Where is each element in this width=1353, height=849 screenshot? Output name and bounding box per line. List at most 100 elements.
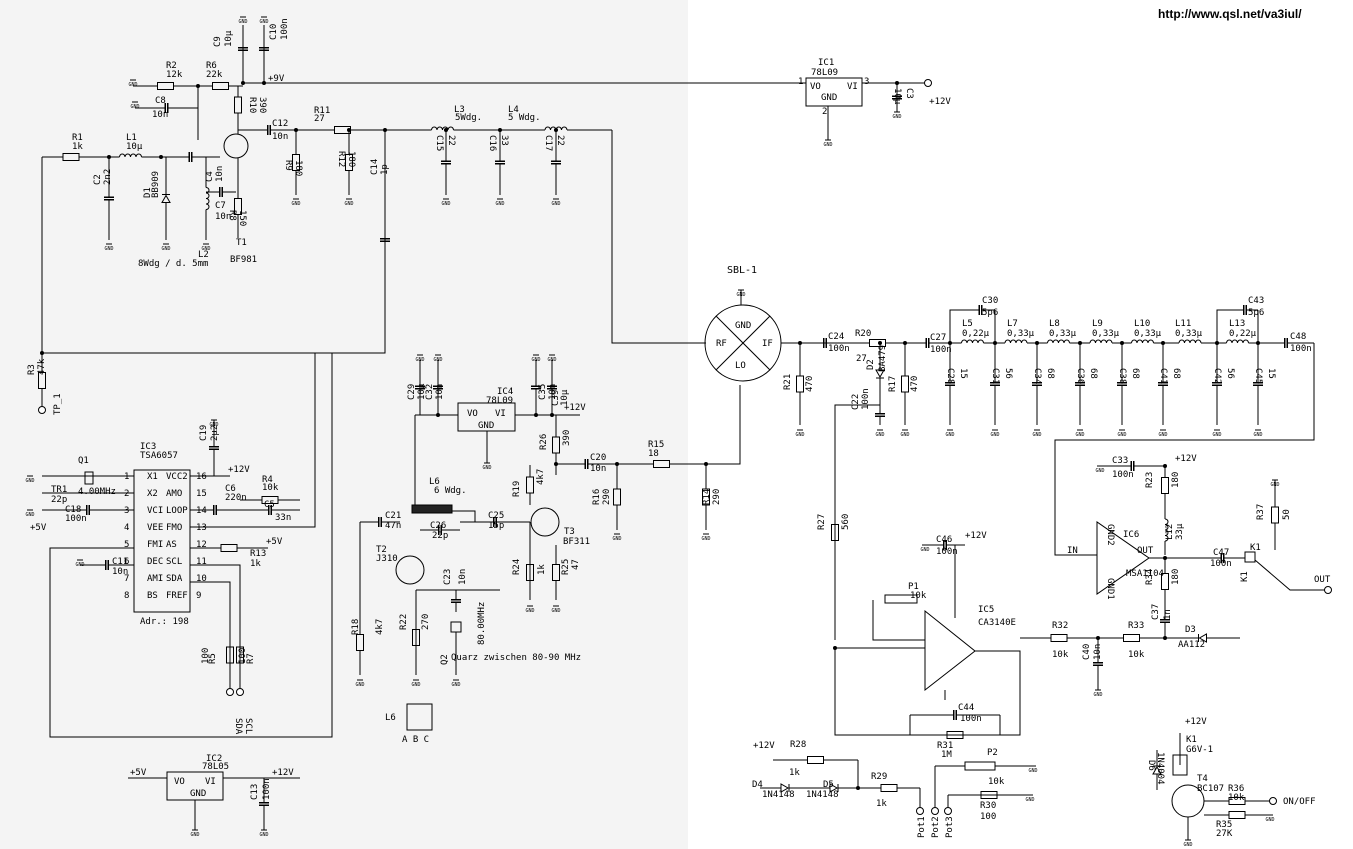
label-v5_ic3: +5V	[30, 523, 47, 533]
resistor	[356, 634, 364, 651]
junction-dot	[444, 128, 448, 132]
l6-coil	[411, 504, 453, 514]
junction-dot	[107, 155, 111, 159]
resistor	[613, 488, 621, 506]
junction-dot	[498, 128, 502, 132]
ic3-body	[133, 469, 191, 613]
capacitor-plate	[451, 601, 461, 603]
label-c26: C26	[430, 521, 446, 531]
label-r14_val: 290	[712, 489, 722, 505]
capacitor-plate	[259, 804, 269, 806]
capacitor-plate	[825, 338, 827, 348]
label-ic4_vi: VI	[495, 409, 506, 419]
ic3-pin-number-right: 9	[196, 591, 201, 601]
label-out: OUT	[1314, 575, 1331, 585]
terminal	[236, 688, 244, 696]
ic3-pin-left: BS	[147, 591, 158, 601]
label-ic2: IC2	[206, 754, 222, 764]
capacitor-plate	[953, 710, 955, 720]
label-c10: C10	[269, 24, 279, 40]
label-c35: C35	[538, 384, 548, 400]
label-r32: R32	[1052, 621, 1068, 631]
label-v12_r28: +12V	[753, 741, 775, 751]
capacitor-plate	[441, 160, 451, 162]
ground-label: GND	[612, 536, 621, 542]
resistor	[334, 126, 351, 134]
capacitor-plate	[188, 152, 190, 162]
label-k1: K1	[1240, 571, 1250, 582]
label-d1_val: BB909	[151, 171, 161, 198]
label-pot2: Pot2	[931, 816, 941, 838]
ic3-pin-right: AMO	[166, 489, 182, 499]
ic3-pin-number-left: 6	[124, 557, 129, 567]
label-d2: D2	[866, 359, 876, 370]
label-c46_val: 100n	[936, 547, 958, 557]
capacitor-plate	[1286, 338, 1288, 348]
label-ic4_gnd: GND	[478, 421, 494, 431]
inductor	[119, 153, 142, 158]
label-c21_val: 47n	[385, 521, 401, 531]
ic1-body	[805, 77, 863, 107]
label-d1: D1	[143, 187, 153, 198]
label-ic2_vo: VO	[174, 777, 185, 787]
label-c12: C12	[272, 119, 288, 129]
ic3-pin-left: X1	[147, 472, 158, 482]
label-ic3_addr: Adr.: 198	[140, 617, 189, 627]
ic3-pin-left: DEC	[147, 557, 163, 567]
label-c4: C4	[205, 171, 215, 182]
capacitor-plate	[380, 238, 390, 240]
ic3-pin-number-left: 1	[124, 472, 129, 482]
ic3-pin-number-right: 16	[196, 472, 207, 482]
label-c26_val: 22p	[432, 531, 448, 541]
capacitor-plate	[215, 505, 217, 515]
ground-label: GND	[201, 246, 210, 252]
relay-k1-coil	[1172, 754, 1188, 776]
label-c36: C36	[1075, 368, 1085, 384]
inductor	[544, 126, 568, 131]
resistor	[1123, 634, 1140, 642]
label-c34_val: 68	[1045, 368, 1055, 379]
label-c19_val: 2µ2	[210, 425, 220, 441]
label-r11_val: 27	[314, 114, 325, 124]
ground-label: GND	[920, 547, 929, 553]
ic3-pin-number-left: 5	[124, 540, 129, 550]
label-r34_val: 180	[1171, 569, 1181, 585]
capacitor-plate	[438, 525, 440, 535]
ground-label: GND	[291, 201, 300, 207]
capacitor-plate	[945, 382, 955, 384]
label-p1: P1	[908, 582, 919, 592]
capacitor-plate	[380, 240, 390, 242]
label-l11_val: 0,33µ	[1175, 329, 1203, 339]
capacitor-plate	[433, 388, 443, 390]
wire	[452, 510, 476, 522]
resistor	[412, 629, 420, 646]
label-c17_val: 22	[555, 135, 565, 146]
label-c11: C11	[112, 557, 128, 567]
wire	[872, 600, 925, 641]
label-c2_val: 2n2	[103, 169, 113, 185]
junction-dot	[436, 413, 440, 417]
capacitor-plate	[433, 385, 443, 387]
label-v12_ic5: +12V	[965, 531, 987, 541]
label-l6_coil: L6	[385, 713, 396, 723]
resistor	[226, 646, 234, 664]
label-r36: R36	[1228, 784, 1244, 794]
label-ic2_type: 78L05	[202, 762, 229, 772]
label-c16_val: 33	[499, 135, 509, 146]
capacitor-plate	[1032, 384, 1042, 386]
ic3-pin-right: VCC2	[166, 472, 188, 482]
label-c47_val: 100n	[1210, 559, 1232, 569]
label-if: IF	[762, 339, 773, 349]
label-r7_val: 100	[238, 648, 248, 664]
label-v5_r13: +5V	[266, 537, 283, 547]
resistor	[38, 372, 46, 389]
label-r22_val: 270	[421, 614, 431, 630]
label-r6: R6	[206, 61, 217, 71]
inductor	[1178, 339, 1202, 344]
ground-label: GND	[795, 432, 804, 438]
label-ic6_type: MSA1104	[1126, 569, 1164, 579]
label-r33_val: 10k	[1128, 650, 1145, 660]
label-r31_val: 1M	[941, 750, 952, 760]
ground-label: GND	[495, 201, 504, 207]
resistor	[653, 460, 670, 468]
